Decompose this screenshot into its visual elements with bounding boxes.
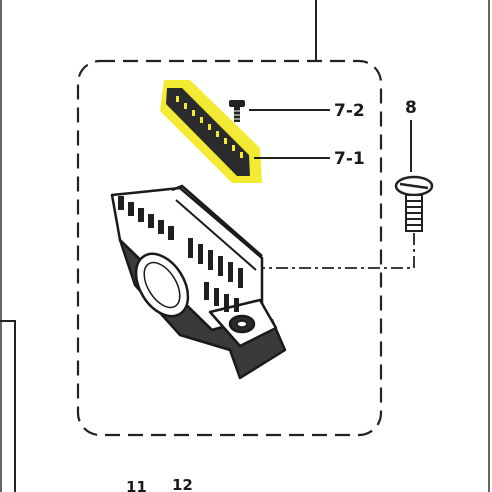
callout-8: 8 — [405, 98, 417, 118]
feed-dog-base-part — [110, 186, 287, 380]
small-screw-part — [229, 100, 245, 122]
leader-screw-to-base — [255, 233, 415, 269]
base-rail — [171, 184, 263, 257]
bottom-number-11: 11 — [126, 478, 147, 492]
assembly-group-box — [76, 59, 383, 437]
feed-bar-part — [160, 80, 262, 183]
base-teeth — [118, 196, 243, 312]
feed-bar-body — [166, 88, 250, 176]
adjacent-frame — [0, 320, 16, 492]
callout-7-1: 7-1 — [334, 149, 365, 169]
base-rail-inner — [175, 199, 257, 271]
large-screw-part — [394, 175, 434, 232]
feed-bar-teeth — [176, 96, 243, 158]
callout-7-2: 7-2 — [334, 101, 365, 121]
bottom-number-12: 12 — [172, 476, 193, 492]
